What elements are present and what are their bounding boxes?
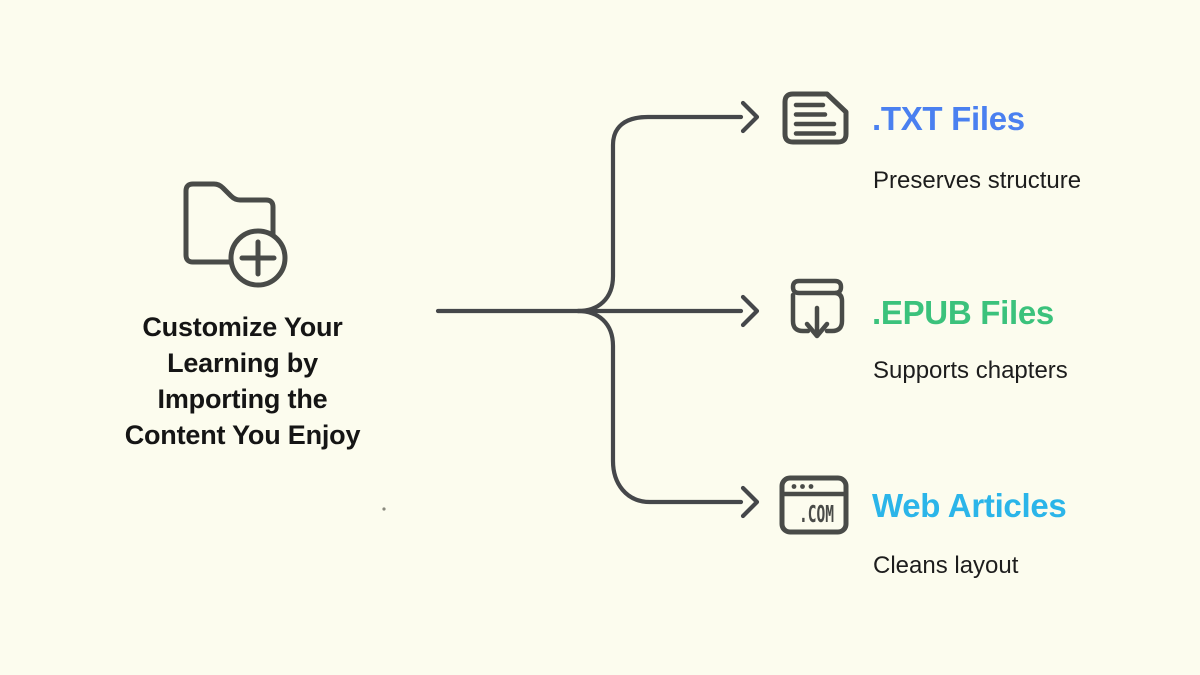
branch-curve-bottom (575, 308, 744, 505)
plus-icon (239, 239, 277, 277)
browser-dot-1 (791, 484, 797, 489)
branch-label-epub-files: .EPUB Files (872, 294, 1054, 331)
folder-plus-icon (183, 181, 288, 288)
book-spine (790, 278, 844, 296)
com-label: .COM (799, 502, 834, 528)
text-lines (793, 102, 837, 136)
connector-arrows (435, 100, 760, 519)
branch-desc-epub-files: Supports chapters (873, 357, 1068, 384)
download-arrow-head (804, 321, 830, 339)
center-title: Customize Your Learning by Importing the… (105, 309, 380, 453)
txt-file-icon (782, 91, 849, 145)
arrowhead-bottom-icon (740, 485, 760, 519)
stray-dot (382, 507, 386, 511)
branch-curve-top (575, 114, 744, 314)
branch-label-txt-files: .TXT Files (872, 100, 1025, 137)
branch-desc-txt-files: Preserves structure (873, 167, 1082, 194)
book-left-edge (790, 292, 811, 334)
branch-desc-web-articles: Cleans layout (873, 552, 1019, 579)
title-line-1: Customize Your (142, 312, 343, 342)
arrowhead-middle-icon (740, 294, 760, 328)
title-line-4: Content You Enjoy (124, 420, 361, 450)
web-browser-icon: .COM (779, 475, 849, 535)
browser-dot-2 (800, 484, 805, 489)
epub-download-icon (790, 278, 845, 339)
book-right-edge (824, 290, 845, 334)
branch-label-web-articles: Web Articles (872, 487, 1067, 524)
title-line-3: Importing the (157, 384, 328, 414)
browser-dot-3 (808, 484, 814, 489)
title-line-2: Learning by (167, 348, 318, 378)
arrowhead-top-icon (740, 100, 760, 134)
